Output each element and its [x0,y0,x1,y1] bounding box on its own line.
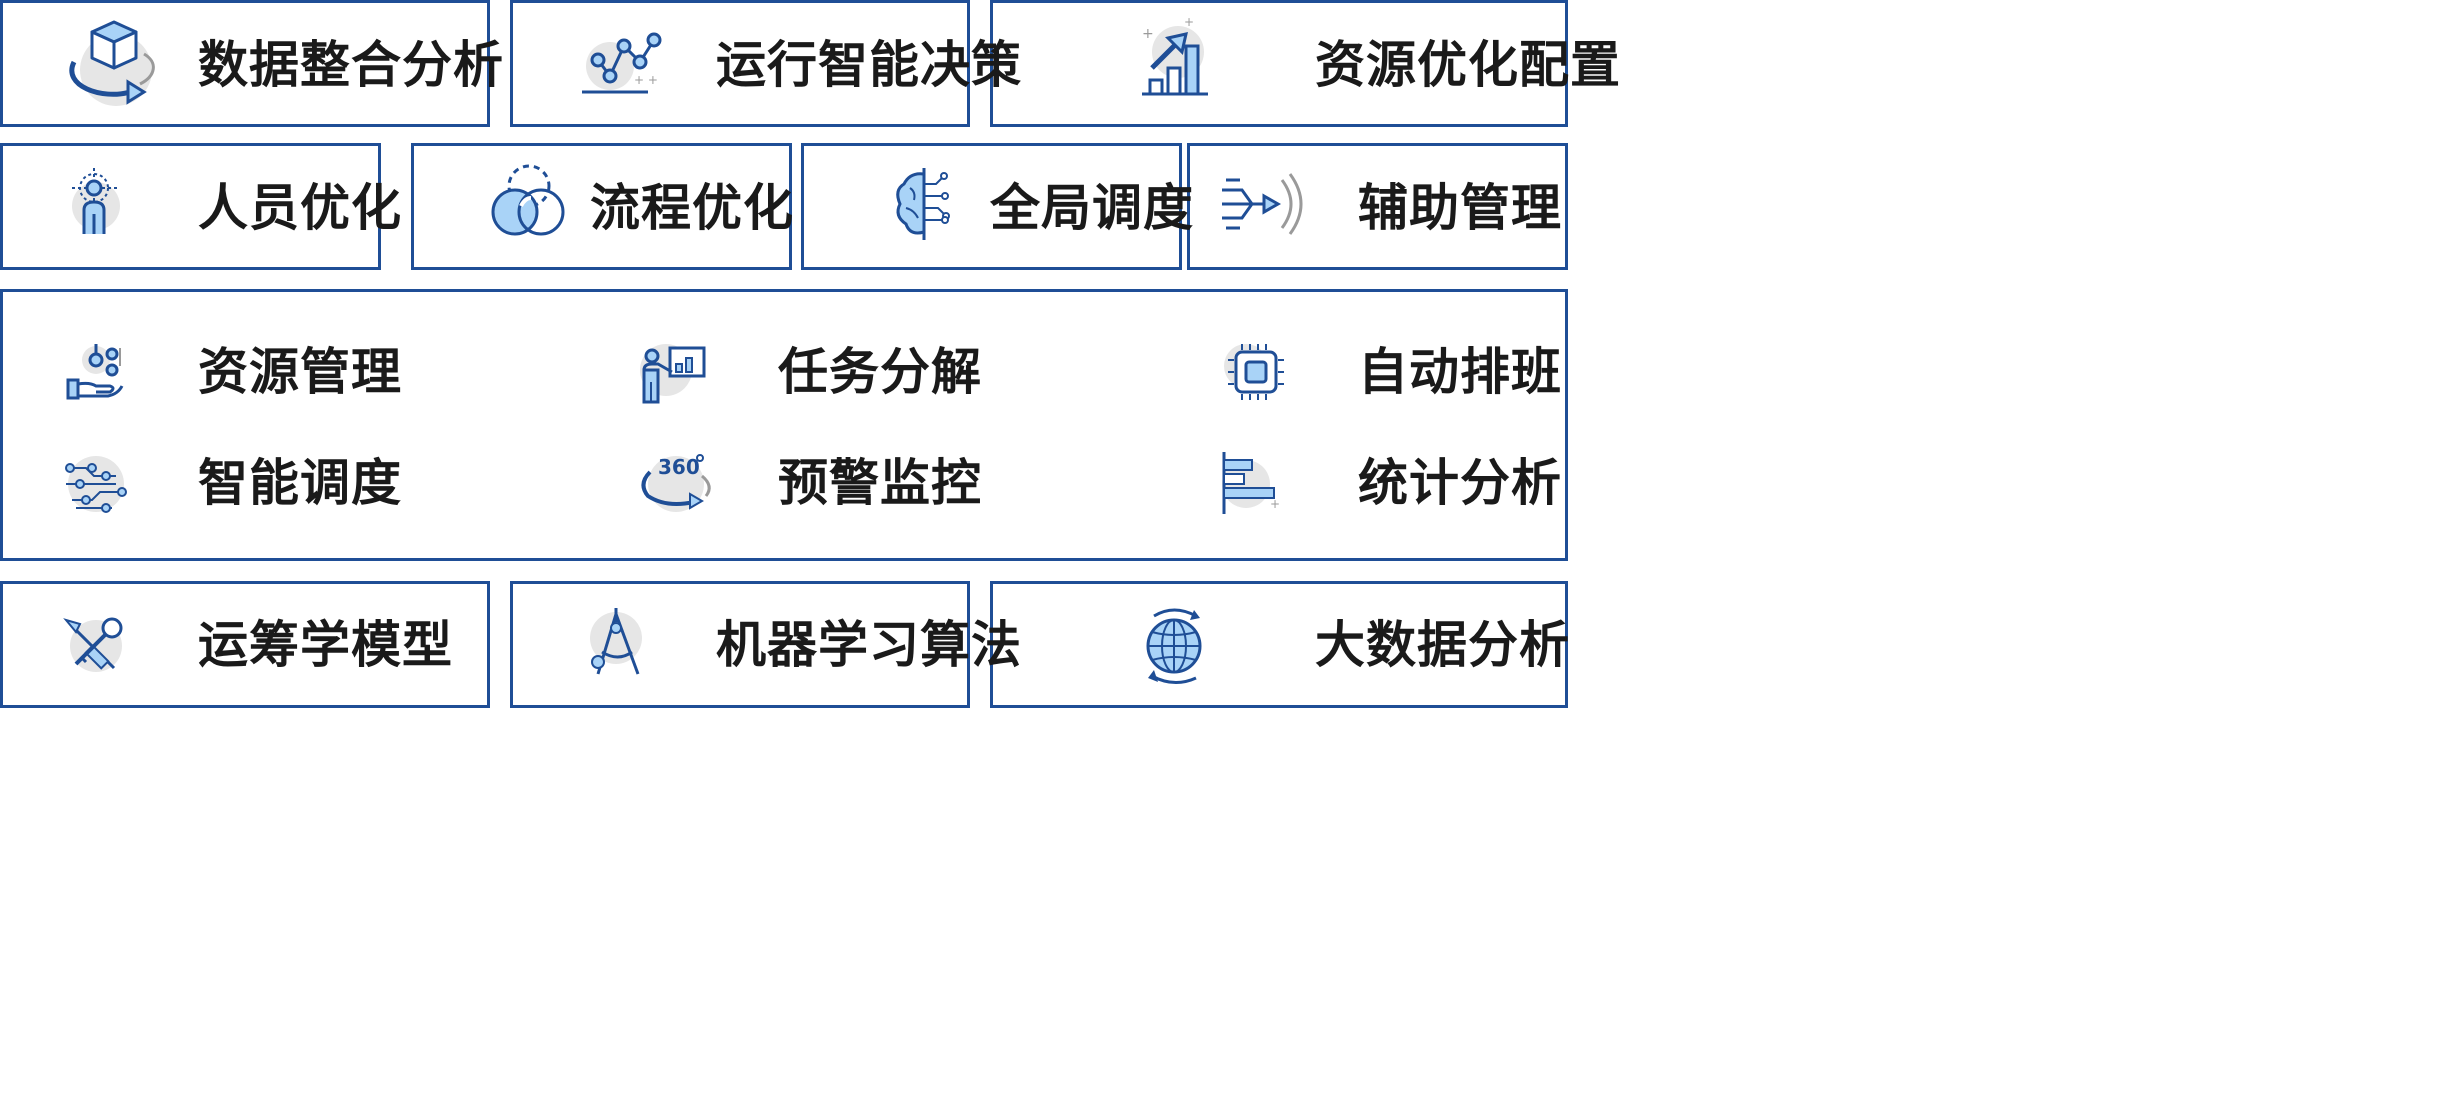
module-box-machine-learning [510,581,970,708]
label-process: 流程优化 [590,179,794,237]
label-assisted-management: 辅助管理 [1358,179,1562,237]
module-box-personnel [0,143,381,270]
brain-circuit-icon [880,148,1000,268]
label-intelligent-decision: 运行智能决策 [716,36,1022,94]
360-view-icon: 360 [636,446,756,566]
label-global-scheduling: 全局调度 [990,179,1194,237]
person-target-icon [64,148,184,268]
tools-crossed-icon [56,590,176,710]
chip-icon [1218,332,1338,452]
svg-text:+: + [1142,26,1154,42]
module-box-operations-research [0,581,490,708]
presenter-chart-icon [636,332,756,452]
svg-text:+: + [1270,497,1280,511]
label-personnel: 人员优化 [198,179,402,237]
venn-circles-icon [485,148,605,268]
globe-icon [1138,590,1258,710]
label-resource-allocation: 资源优化配置 [1315,36,1621,94]
label-resource-management: 资源管理 [198,343,402,401]
cube-rotate-icon [52,4,172,124]
growth-bars-icon: + + [1128,4,1248,124]
arrow-signal-icon [1212,148,1332,268]
label-intelligent-scheduling: 智能调度 [198,454,402,512]
hand-molecule-icon [56,332,176,452]
module-box-global-scheduling [801,143,1182,270]
function-panel [0,289,1568,561]
label-big-data: 大数据分析 [1315,616,1570,674]
line-graph-icon: + + [568,4,688,124]
svg-text:+ +: + + [634,73,658,87]
svg-text:+: + [1184,15,1194,29]
module-box-resource-allocation [990,0,1568,127]
label-data-integration: 数据整合分析 [198,36,504,94]
circuit-nodes-icon [56,446,176,566]
label-auto-shift-scheduling: 自动排班 [1358,343,1562,401]
label-task-decomposition: 任务分解 [778,343,982,401]
label-early-warning: 预警监控 [778,454,982,512]
label-statistical-analysis: 统计分析 [1358,454,1562,512]
compass-icon [584,590,704,710]
label-machine-learning: 机器学习算法 [716,616,1022,674]
label-operations-research: 运筹学模型 [198,616,453,674]
horizontal-bars-icon: + [1210,446,1330,566]
module-box-process [411,143,792,270]
svg-text:360: 360 [658,455,700,479]
module-box-big-data [990,581,1568,708]
